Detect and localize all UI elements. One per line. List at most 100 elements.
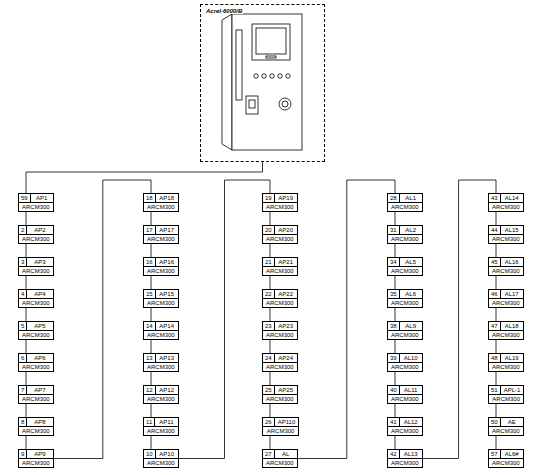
- monitor-box: 16AP16ARCM300: [143, 257, 179, 276]
- panel-name: AL19: [501, 354, 523, 362]
- bus-wire: [270, 308, 271, 321]
- model-name: ARCM300: [489, 458, 523, 467]
- monitor-box: 15AP15ARCM300: [143, 289, 179, 308]
- model-name: ARCM300: [489, 298, 523, 307]
- box-header: 19AP19: [263, 194, 297, 202]
- panel-name: AL12: [400, 418, 422, 426]
- device-number: 13: [144, 354, 156, 362]
- box-header: 28AL1: [388, 194, 422, 202]
- model-name: ARCM300: [144, 330, 178, 339]
- device-number: 22: [263, 290, 275, 298]
- bus-wire: [270, 244, 271, 257]
- device-number: 2: [19, 226, 27, 234]
- panel-name: AL18: [501, 322, 523, 330]
- model-name: ARCM300: [388, 426, 422, 435]
- monitor-box: 8AP8ARCM300: [18, 417, 54, 436]
- model-name: ARCM300: [19, 234, 53, 243]
- box-header: 35AL6: [388, 290, 422, 298]
- box-header: 16AP16: [144, 258, 178, 266]
- panel-name: AP13: [156, 354, 178, 362]
- device-number: 51: [489, 386, 501, 394]
- box-header: 22AP22: [263, 290, 297, 298]
- panel-name: AL10: [400, 354, 422, 362]
- monitor-box: 2AP2ARCM300: [18, 225, 54, 244]
- device-number: 43: [489, 194, 501, 202]
- monitor-box: 9AP9ARCM300: [18, 449, 54, 468]
- device-number: 39: [388, 354, 400, 362]
- bus-wire: [26, 308, 27, 321]
- monitor-box: 17AP17ARCM300: [143, 225, 179, 244]
- box-header: 3AP3: [19, 258, 53, 266]
- device-number: 10: [144, 450, 156, 458]
- box-header: 5AP5: [19, 322, 53, 330]
- panel-name: AL: [275, 450, 297, 458]
- box-header: 11AP11: [144, 418, 178, 426]
- model-name: ARCM300: [144, 202, 178, 211]
- device-number: 9: [19, 450, 27, 458]
- monitor-box: 28AL1ARCM300: [387, 193, 423, 212]
- panel-name: AP5: [27, 322, 52, 330]
- bus-wire: [26, 372, 27, 385]
- model-name: ARCM300: [263, 458, 297, 467]
- box-header: 4AP4: [19, 290, 53, 298]
- bus-wire: [395, 436, 396, 449]
- device-number: 8: [19, 418, 27, 426]
- bus-wire: [496, 404, 497, 417]
- model-name: ARCM300: [263, 234, 297, 243]
- box-header: 2AP2: [19, 226, 53, 234]
- monitor-box: 45AL16ARCM300: [488, 257, 524, 276]
- device-number: 46: [489, 290, 501, 298]
- box-header: 44AL15: [489, 226, 523, 234]
- model-label: Acrel-6000/B: [205, 8, 243, 14]
- box-header: 8AP8: [19, 418, 53, 426]
- box-header: 26AP110: [263, 418, 298, 426]
- device-number: 59: [19, 194, 31, 202]
- monitor-box: 50AEARCM300: [488, 417, 524, 436]
- panel-name: AE: [501, 418, 523, 426]
- bus-wire: [395, 212, 396, 225]
- monitor-box: 43AL14ARCM300: [488, 193, 524, 212]
- bus-wire: [496, 340, 497, 353]
- box-header: 10AP10: [144, 450, 178, 458]
- box-header: 6AP6: [19, 354, 53, 362]
- panel-name: AP110: [275, 418, 299, 426]
- model-name: ARCM300: [388, 394, 422, 403]
- bus-wire: [151, 212, 152, 225]
- box-header: 46AL17: [489, 290, 523, 298]
- box-header: 25AP25: [263, 386, 297, 394]
- monitor-box: 47AL18ARCM300: [488, 321, 524, 340]
- model-name: ARCM300: [489, 394, 523, 403]
- side-nameplate: [236, 30, 242, 100]
- bus-wire: [151, 372, 152, 385]
- device-number: 25: [263, 386, 275, 394]
- box-header: 38AL9: [388, 322, 422, 330]
- monitor-box: 35AL6ARCM300: [387, 289, 423, 308]
- box-header: 41AL12: [388, 418, 422, 426]
- bus-wire: [423, 180, 496, 459]
- device-number: 34: [388, 258, 400, 266]
- panel-name: AP20: [275, 226, 297, 234]
- panel-name: APL-1: [501, 386, 524, 394]
- bus-wire: [395, 372, 396, 385]
- button: [254, 74, 258, 78]
- panel-name: AP15: [156, 290, 178, 298]
- device-number: 14: [144, 322, 156, 330]
- model-name: ARCM300: [263, 394, 297, 403]
- device-number: 28: [388, 194, 400, 202]
- device-number: 57: [489, 450, 501, 458]
- model-name: ARCM300: [19, 202, 53, 211]
- device-number: 47: [489, 322, 501, 330]
- monitor-box: 19AP19ARCM300: [262, 193, 298, 212]
- model-name: ARCM300: [144, 426, 178, 435]
- box-header: 42AL13: [388, 450, 422, 458]
- model-name: ARCM300: [19, 266, 53, 275]
- bus-wire: [270, 372, 271, 385]
- model-name: ARCM300: [19, 330, 53, 339]
- monitor-box: 23AP23ARCM300: [262, 321, 298, 340]
- panel-name: AP9: [27, 450, 52, 458]
- device-number: 7: [19, 386, 27, 394]
- model-name: ARCM300: [144, 362, 178, 371]
- device-number: 38: [388, 322, 400, 330]
- device-number: 5: [19, 322, 27, 330]
- bus-wire: [26, 212, 27, 225]
